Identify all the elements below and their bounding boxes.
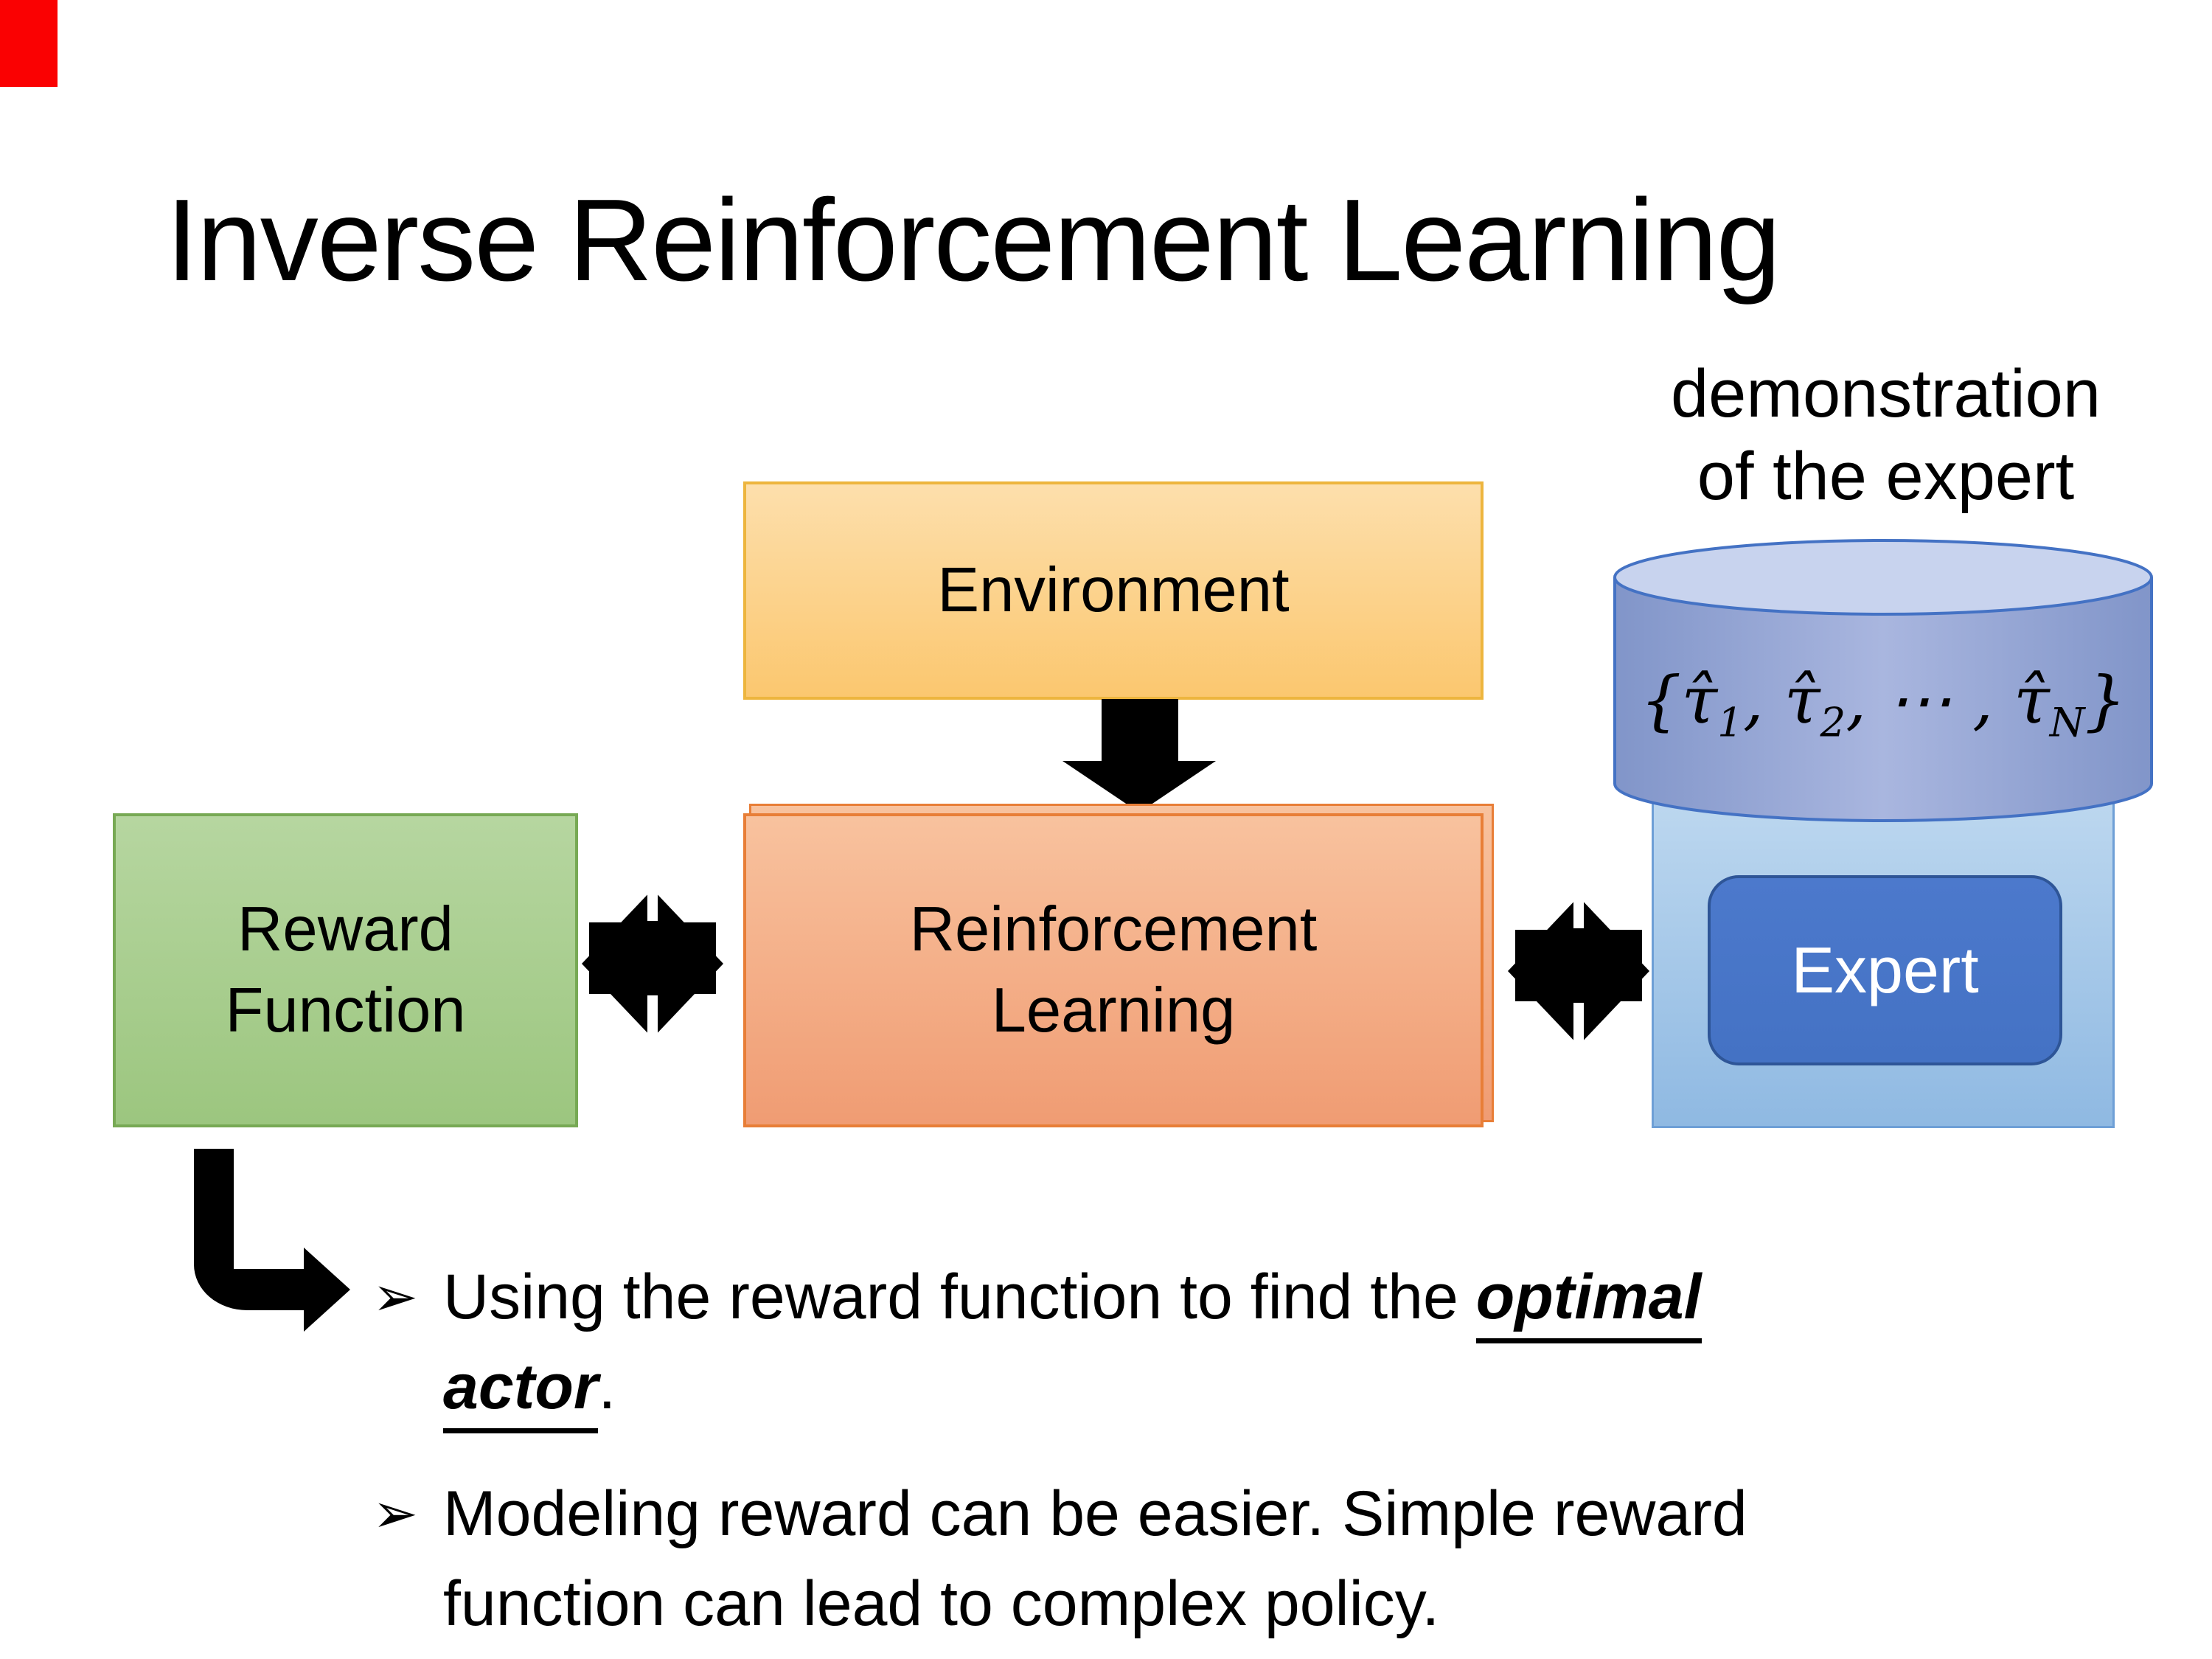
bullet-1-emphasis: optimal actor [443, 1262, 1702, 1434]
annotation-line-1: demonstration [1671, 356, 2101, 431]
bullet-arrow-icon: ➢ [372, 1265, 419, 1329]
rl-label-line-2: Learning [991, 975, 1236, 1046]
formula-sub-2: 2 [1820, 698, 1846, 746]
trajectory-set-formula: {τ̂1, τ̂2, ⋯ , τ̂N} [1622, 662, 2144, 746]
red-corner-marker [0, 0, 58, 87]
page-title: Inverse Reinforcement Learning [166, 175, 1781, 305]
bullet-list: ➢ Using the reward function to find the … [372, 1252, 2142, 1649]
expert-box: Expert [1708, 875, 2062, 1065]
bullet-1-text: Using the reward function to find the op… [443, 1252, 1888, 1434]
bidirectional-arrows-icon [582, 888, 723, 1040]
reward-label-line-1: Reward [237, 894, 453, 964]
bullet-arrow-icon: ➢ [372, 1482, 419, 1546]
reinforcement-learning-box: Reinforcement Learning [743, 813, 1484, 1127]
bullet-1-after: . [598, 1352, 616, 1423]
bullet-1-before: Using the reward function to find the [443, 1262, 1476, 1332]
environment-box: Environment [743, 481, 1484, 700]
database-cylinder [1613, 539, 2153, 822]
bent-arrow-icon [194, 1149, 350, 1332]
annotation-line-2: of the expert [1697, 439, 2075, 515]
bullet-2-text: Modeling reward can be easier. Simple re… [443, 1478, 1747, 1640]
formula-seg-4: } [2084, 662, 2126, 738]
bullet-item-2: ➢ Modeling reward can be easier. Simple … [372, 1469, 2142, 1649]
reward-label-line-2: Function [225, 975, 466, 1046]
formula-seg-2: , τ̂ [1742, 662, 1820, 738]
reward-function-box: Reward Function [113, 813, 578, 1127]
formula-sub-1: 1 [1717, 698, 1743, 746]
bullet-item-1: ➢ Using the reward function to find the … [372, 1252, 2142, 1434]
formula-seg-3: , ⋯ , τ̂ [1846, 662, 2050, 738]
formula-seg-1: {τ̂ [1640, 662, 1718, 738]
down-arrow-icon [1062, 699, 1216, 813]
rl-label-line-1: Reinforcement [909, 894, 1318, 964]
bidirectional-arrows-icon [1508, 895, 1649, 1047]
formula-sub-3: N [2049, 698, 2085, 746]
expert-label: Expert [1791, 933, 1979, 1006]
environment-label: Environment [937, 554, 1290, 625]
demonstration-annotation: demonstration of the expert [1611, 352, 2160, 518]
